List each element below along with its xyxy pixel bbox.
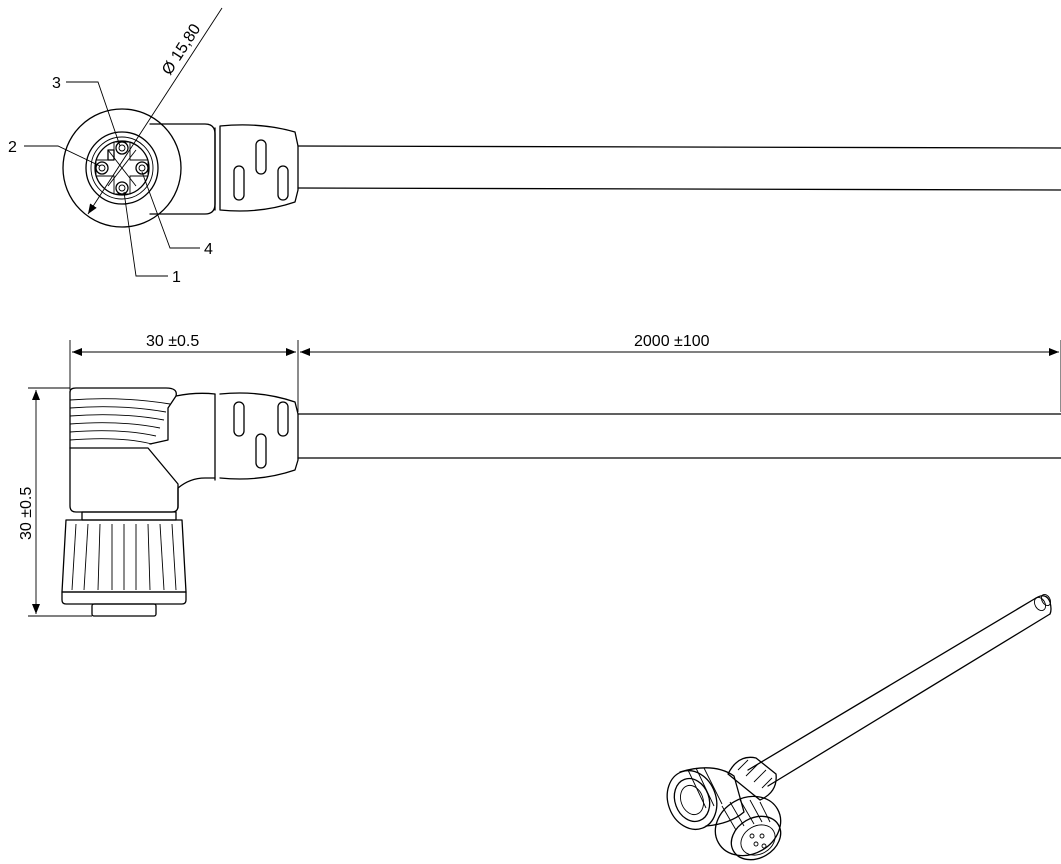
pin-1 (115, 181, 129, 195)
pin-3 (115, 141, 129, 155)
coupling-nut (61, 519, 187, 605)
pin-1-label: 1 (172, 269, 181, 286)
iso-cable (747, 593, 1052, 787)
pin-4 (135, 161, 149, 175)
pin-3-leader (66, 81, 121, 147)
pin-2 (95, 161, 109, 175)
pin-4-label: 4 (204, 241, 213, 258)
height-dim-label: 30 ±0.5 (18, 487, 35, 540)
cable-dim-label: 2000 ±100 (634, 333, 710, 350)
strain-relief-front (214, 124, 299, 212)
isometric-view (666, 593, 1052, 861)
iso-thread (666, 767, 745, 831)
body-slope (69, 447, 179, 509)
iso-strain-relief (727, 756, 777, 801)
cable-top-edge (297, 145, 1061, 149)
pin-2-label: 2 (8, 139, 17, 156)
front-view: Ø 15,80 3 2 4 1 (8, 7, 1061, 286)
threaded-section (69, 387, 177, 449)
pin-2-leader (24, 145, 101, 167)
diameter-leader (87, 7, 223, 215)
pin-end (91, 603, 157, 617)
housing-front (149, 123, 216, 215)
neck (81, 511, 177, 521)
cable-bottom-edge (297, 187, 1061, 191)
body-top (175, 392, 216, 397)
strain-relief-side (214, 392, 299, 481)
body-side (69, 447, 216, 513)
pin-4-leader (141, 171, 200, 249)
side-view: 30 ±0.5 2000 ±100 30 ±0.5 (18, 333, 1061, 617)
connector-face (62, 108, 182, 228)
iso-coupling-nut (714, 795, 782, 861)
pin-1-leader (123, 191, 168, 277)
length-dim-label: 30 ±0.5 (146, 333, 199, 350)
pin-3-label: 3 (52, 75, 61, 92)
